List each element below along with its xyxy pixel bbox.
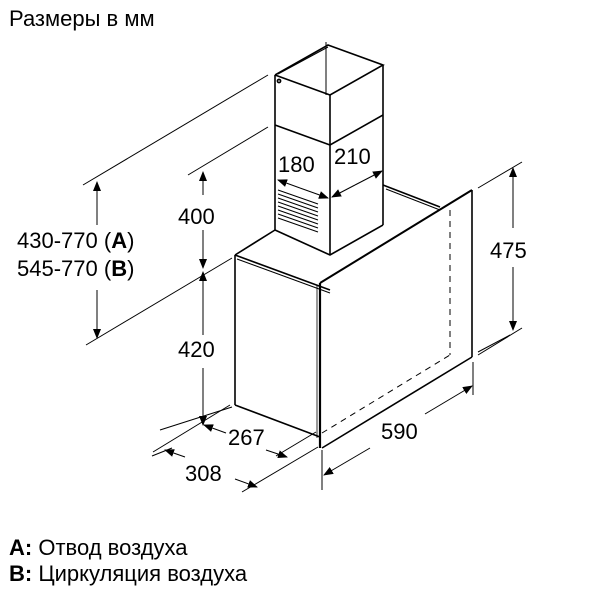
legend-item-b: B: Циркуляция воздуха (9, 561, 248, 586)
overall-width-label: 590 (381, 419, 418, 444)
legend: A: Отвод воздуха B: Циркуляция воздуха (9, 535, 247, 587)
duct-width-label: 210 (334, 144, 371, 169)
chimney-duct (274, 42, 385, 256)
hood-body-height-label: 420 (178, 337, 215, 362)
vent-grille-icon (277, 189, 319, 233)
total-height-a-label: 430-770 (A) (17, 228, 134, 253)
legend-item-a: A: Отвод воздуха (9, 535, 188, 560)
body-depth-label: 267 (228, 425, 265, 450)
diagram-title: Размеры в мм (9, 6, 155, 31)
duct-dimension-arrows (277, 170, 383, 199)
panel-height-label: 475 (490, 238, 527, 263)
screw-hole-icon (276, 78, 282, 84)
duct-depth-label: 180 (278, 152, 315, 177)
panel-height-dimension (477, 161, 523, 356)
total-height-b-label: 545-770 (B) (17, 256, 134, 281)
duct-upper-height-label: 400 (178, 204, 215, 229)
overall-depth-label: 308 (185, 461, 222, 486)
hood-body (234, 184, 473, 449)
height-dimension-lines (82, 74, 269, 431)
depth-width-dimension-lines (151, 334, 511, 493)
